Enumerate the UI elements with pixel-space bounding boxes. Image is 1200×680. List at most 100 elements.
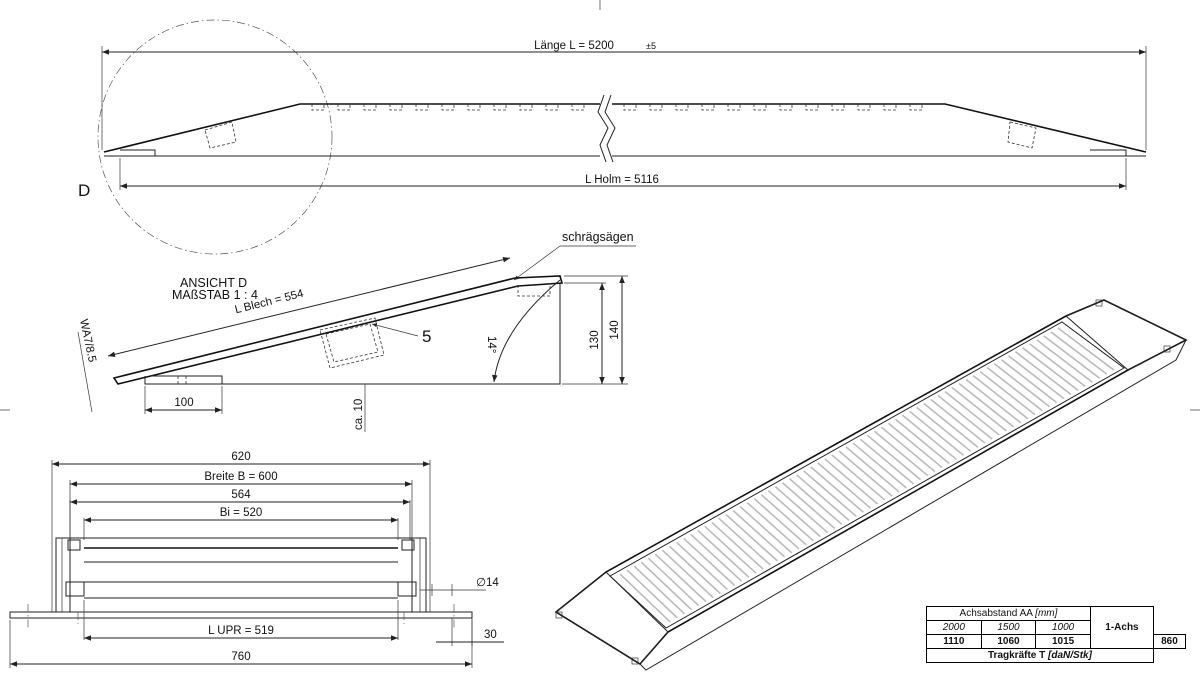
isometric-ramp <box>554 299 1188 671</box>
angle-label: 14° <box>485 336 497 353</box>
dim-564-label: 564 <box>231 489 251 501</box>
grating-bar <box>894 418 950 465</box>
load-cell: 860 <box>1152 634 1187 649</box>
laenge-tolerance: ±5 <box>646 41 656 51</box>
grating-bar <box>979 370 1036 416</box>
grating-bar <box>647 557 700 607</box>
grating-bar <box>880 426 936 473</box>
grating-bar <box>972 374 1029 420</box>
lupr-label: L UPR = 519 <box>208 625 274 637</box>
detail-circle-d <box>97 19 333 255</box>
grating-bar <box>697 529 750 578</box>
grating-bar <box>1043 335 1101 379</box>
sheet-ticks <box>0 0 1200 411</box>
grating-bar <box>626 569 678 619</box>
grating-bar <box>753 498 807 546</box>
grating-bar <box>746 501 800 550</box>
ansicht-d-view: ANSICHT D MAßSTAB 1 : 4 L Blech = 554 sc… <box>77 230 636 432</box>
grating-bar <box>965 378 1022 424</box>
detail-marker-d: D <box>78 181 90 200</box>
grating-bar <box>739 505 793 554</box>
grating-bar <box>1050 331 1108 375</box>
breite-label: Breite B = 600 <box>204 471 277 483</box>
top-view-ramp: D Länge L = 5200 ±5 L Holm = 5116 <box>78 19 1147 255</box>
grating-bar <box>887 422 943 469</box>
grating-bar <box>1000 359 1058 404</box>
grating-bar <box>873 430 929 477</box>
grating-bar <box>718 517 771 566</box>
grating-bar <box>711 521 764 570</box>
dim-760-label: 760 <box>231 651 250 663</box>
grating-bar <box>866 434 922 481</box>
grating-bar <box>704 525 757 574</box>
grating-bar <box>789 478 843 526</box>
weld-label: WA7/8.5 <box>77 318 98 363</box>
front-view: 620 Breite B = 600 564 Bi = 520 ∅14 L UP… <box>9 451 504 668</box>
phi14-label: ∅14 <box>476 577 499 589</box>
grating-bar <box>852 442 907 489</box>
grating-bar <box>909 410 965 456</box>
grating <box>609 321 1125 629</box>
grating-bar <box>1029 343 1086 387</box>
grating-bar <box>633 565 686 615</box>
grating-bar <box>993 363 1050 408</box>
dim-130-label: 130 <box>589 330 601 349</box>
dim-30-label: 30 <box>484 629 497 641</box>
dim-140-label: 140 <box>609 320 621 339</box>
checker-plate-far <box>1065 299 1188 371</box>
grating-bar <box>902 414 957 461</box>
bi-label: Bi = 520 <box>220 507 263 519</box>
dim-ca10-label: ca. 10 <box>353 399 365 430</box>
grating-bar <box>824 458 879 505</box>
grating-bar <box>781 482 836 530</box>
schraegsaegen-label: schrägsägen <box>562 230 634 244</box>
grating-bar <box>796 474 850 521</box>
grating-bar <box>683 537 736 586</box>
load-table: Achsabstand AA [mm] 1-Achs 2000 1500 100… <box>926 606 1187 663</box>
grating-bar <box>1036 339 1093 383</box>
grating-bar <box>986 367 1043 412</box>
grating-bar <box>958 382 1015 428</box>
checker-plate-near <box>555 571 669 665</box>
grating-bar <box>1022 347 1079 392</box>
spacing-cell: 1500 <box>980 620 1037 635</box>
grating-bar <box>732 509 786 558</box>
grating-bar <box>838 450 893 497</box>
grating-bar <box>1057 327 1115 371</box>
grating-bar <box>774 486 829 534</box>
load-cell: 1060 <box>980 634 1037 649</box>
load-cell: 1015 <box>1035 634 1091 649</box>
grating-bar <box>690 533 743 582</box>
grating-bar <box>725 513 779 562</box>
grating-bar <box>831 454 886 501</box>
holm-label: L Holm = 5116 <box>585 174 659 186</box>
dim-100-label: 100 <box>174 397 193 409</box>
axle-label: 1-Achs <box>1089 606 1154 649</box>
grating-bar <box>661 549 714 599</box>
grating-bar <box>767 490 821 538</box>
table-header: Achsabstand AA [mm] <box>926 606 1091 621</box>
spacing-cell: 1000 <box>1035 620 1091 635</box>
grating-bar <box>916 406 972 452</box>
laenge-label: Länge L = 5200 <box>534 40 614 52</box>
grating-bar <box>817 462 872 509</box>
ansicht-scale: MAßSTAB 1 : 4 <box>172 288 258 302</box>
grating-bar <box>859 438 914 485</box>
item-number: 5 <box>422 327 431 346</box>
table-footer: Tragkräfte T [daN/Stk] <box>926 648 1154 663</box>
grating-bar <box>810 466 864 513</box>
grating-bar <box>1008 355 1065 400</box>
grating-bar <box>944 390 1000 436</box>
load-cell: 1110 <box>926 634 982 649</box>
grating-bar <box>951 386 1007 432</box>
grating-bar <box>937 394 993 440</box>
grating-bar <box>760 494 814 542</box>
grating-bar <box>845 446 900 493</box>
grating-bar <box>654 553 707 603</box>
grating-bar <box>923 402 979 448</box>
grating-bar <box>930 398 986 444</box>
spacing-cell: 2000 <box>926 620 982 635</box>
blech-dim-line <box>107 256 511 358</box>
